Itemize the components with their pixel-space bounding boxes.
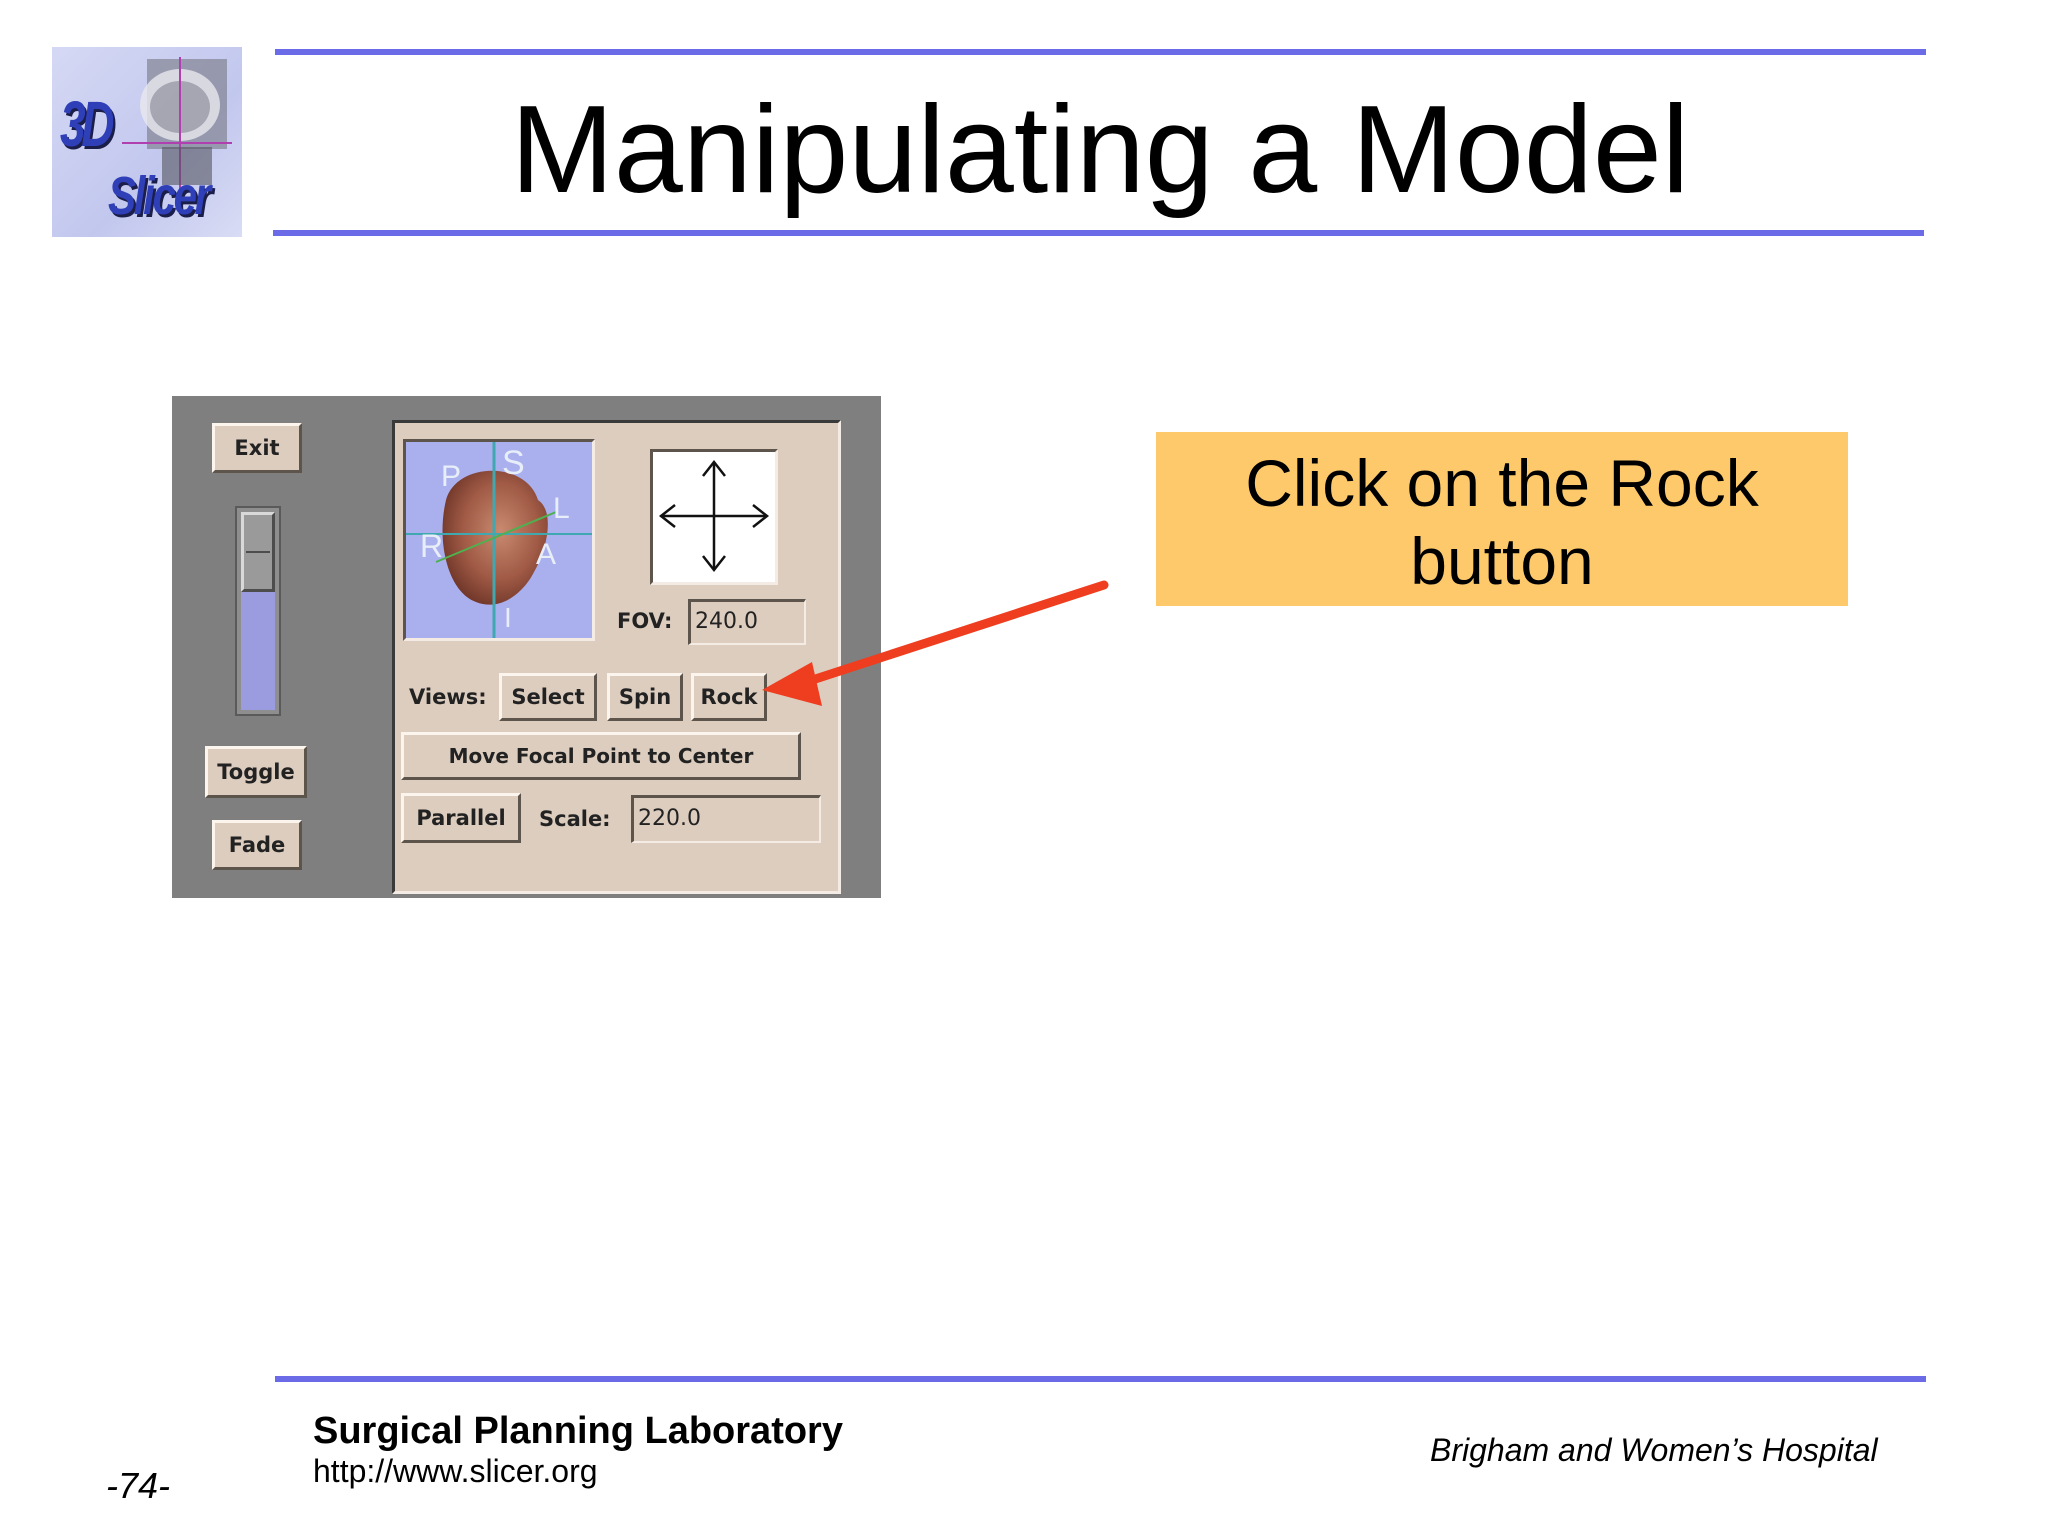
title-bottom-rule — [273, 230, 1924, 236]
head-model-icon — [406, 442, 592, 638]
footer-url: http://www.slicer.org — [313, 1453, 598, 1489]
select-view-button[interactable]: Select — [499, 673, 597, 721]
pan-control[interactable] — [650, 449, 778, 585]
callout-line-1: Click on the Rock — [1245, 446, 1759, 520]
move-arrows-icon — [658, 459, 770, 573]
spin-view-button[interactable]: Spin — [607, 673, 683, 721]
axis-label-s: S — [502, 444, 525, 482]
opacity-slider[interactable] — [235, 506, 281, 716]
callout-line-2: button — [1410, 524, 1594, 598]
logo-brain-icon — [122, 57, 232, 197]
title-top-rule — [275, 49, 1926, 55]
page-title: Manipulating a Model — [510, 81, 1690, 219]
fov-input[interactable]: 240.0 — [688, 599, 806, 645]
slider-fill — [241, 590, 275, 710]
footer-lab-name: Surgical Planning Laboratory — [313, 1410, 843, 1452]
scale-label: Scale: — [539, 807, 611, 831]
slicer-view-panel: Exit Toggle Fade S P — [172, 396, 881, 898]
fade-button[interactable]: Fade — [212, 820, 302, 870]
axis-label-a: A — [536, 538, 557, 571]
axis-label-l: L — [553, 492, 570, 525]
toggle-button[interactable]: Toggle — [205, 746, 307, 798]
3d-orientation-viewer[interactable]: S P L R A I — [403, 439, 595, 641]
axis-label-i: I — [504, 602, 512, 633]
rock-view-button[interactable]: Rock — [691, 673, 767, 721]
scale-input[interactable]: 220.0 — [631, 795, 821, 843]
instruction-callout: Click on the Rock button — [1156, 432, 1848, 606]
exit-button[interactable]: Exit — [212, 423, 302, 473]
slicer-logo: 3D Slicer — [52, 47, 242, 237]
fov-label: FOV: — [617, 609, 673, 633]
footer-hospital: Brigham and Women’s Hospital — [1430, 1432, 1878, 1468]
parallel-button[interactable]: Parallel — [401, 793, 521, 843]
axis-label-p: P — [441, 460, 462, 493]
view-control-frame: S P L R A I FOV: 240.0 Views: Select — [392, 420, 841, 894]
move-focal-point-button[interactable]: Move Focal Point to Center — [401, 732, 801, 780]
logo-text-slicer: Slicer — [108, 166, 211, 226]
views-label: Views: — [409, 685, 487, 709]
logo-text-3d: 3D — [60, 88, 115, 160]
axis-label-r: R — [420, 528, 444, 564]
slider-handle[interactable] — [241, 512, 275, 592]
page-number: -74- — [106, 1465, 171, 1506]
footer-rule — [275, 1376, 1926, 1382]
